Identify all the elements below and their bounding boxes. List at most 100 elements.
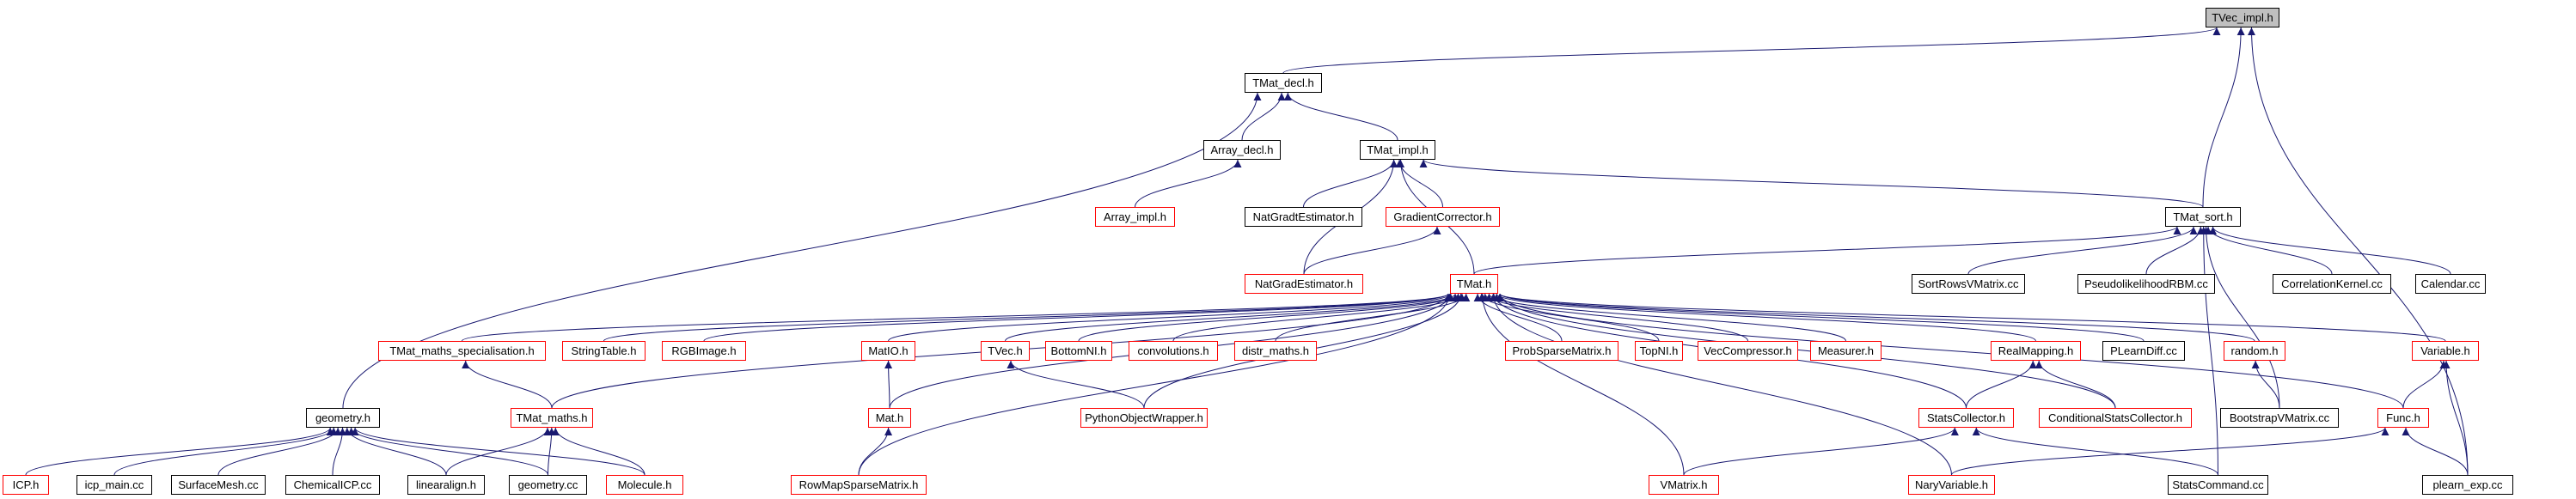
- node-pseudolik[interactable]: PseudolikelihoodRBM.cc: [2077, 274, 2215, 294]
- node-plearnexp[interactable]: plearn_exp.cc: [2422, 475, 2513, 495]
- edge-condstats-to-realmapping: [2034, 360, 2116, 409]
- edge-realmapping-to-tmat: [1492, 293, 2036, 342]
- node-natgradtest[interactable]: NatGradtEstimator.h: [1245, 207, 1362, 227]
- node-tvec[interactable]: TVec.h: [981, 341, 1030, 361]
- node-rgbimage[interactable]: RGBImage.h: [662, 341, 746, 361]
- edge-rowmap-to-mat: [858, 427, 893, 476]
- edge-geometrycc-to-tmat-maths: [548, 427, 556, 476]
- node-tmat[interactable]: TMat.h: [1450, 274, 1498, 294]
- node-func[interactable]: Func.h: [2377, 408, 2429, 428]
- node-vmatrix[interactable]: VMatrix.h: [1649, 475, 1719, 495]
- edge-tvec-to-tmat: [1005, 293, 1459, 342]
- node-array-decl[interactable]: Array_decl.h: [1203, 140, 1281, 160]
- edge-rgbimage-to-tmat: [703, 293, 1453, 342]
- edge-tmat-decl-to-tvec-impl: [1282, 27, 2221, 74]
- node-bootstrap[interactable]: BootstrapVMatrix.cc: [2220, 408, 2339, 428]
- node-pyobj[interactable]: PythonObjectWrapper.h: [1080, 408, 1208, 428]
- node-tmat-spec[interactable]: TMat_maths_specialisation.h: [378, 341, 546, 361]
- node-tmat-maths[interactable]: TMat_maths.h: [511, 408, 593, 428]
- edge-array-impl-to-array-decl: [1135, 159, 1242, 208]
- node-surfacemesh[interactable]: SurfaceMesh.cc: [171, 475, 266, 495]
- node-geometrycc[interactable]: geometry.cc: [509, 475, 587, 495]
- node-tmat-impl[interactable]: TMat_impl.h: [1360, 140, 1435, 160]
- node-rowmap[interactable]: RowMapSparseMatrix.h: [791, 475, 927, 495]
- edge-statscmd-to-statscoll: [1972, 427, 2218, 476]
- edge-vmatrix-to-tmat: [1478, 293, 1685, 476]
- edge-plearnexp-to-tvec-impl: [2247, 27, 2469, 476]
- edge-pseudolik-to-tmat-sort: [2145, 226, 2205, 275]
- edge-bootstrap-to-tmat-sort: [2202, 226, 2280, 409]
- edge-surfacemesh-to-geometry: [217, 427, 342, 476]
- node-tvec-impl: TVec_impl.h: [2206, 8, 2279, 27]
- node-probsparse[interactable]: ProbSparseMatrix.h: [1505, 341, 1618, 361]
- edge-tmat-spec-to-tmat: [462, 293, 1453, 342]
- edge-naryvar-to-tmat: [1489, 293, 1952, 476]
- edge-matio-to-tmat: [888, 293, 1455, 342]
- edge-geometrycc-to-geometry: [347, 427, 548, 476]
- node-linearalign[interactable]: linearalign.h: [407, 475, 485, 495]
- edge-naryvar-to-func: [1951, 427, 2389, 476]
- edge-tmat-sort-to-tvec-impl: [2202, 27, 2245, 208]
- node-measurer[interactable]: Measurer.h: [1810, 341, 1882, 361]
- node-chemicalicp[interactable]: ChemicalICP.cc: [285, 475, 380, 495]
- edge-tmat-to-tmat-sort: [1473, 226, 2181, 275]
- edge-statscmd-to-tmat-sort: [2200, 226, 2218, 476]
- edge-molecule-to-tmat-maths: [551, 427, 646, 476]
- node-tmat-decl[interactable]: TMat_decl.h: [1245, 73, 1322, 93]
- edge-pyobj-to-tvec: [1007, 360, 1145, 409]
- node-mat[interactable]: Mat.h: [868, 408, 911, 428]
- edge-bottomni-to-tmat: [1078, 293, 1462, 342]
- node-statscmd[interactable]: StatsCommand.cc: [2168, 475, 2268, 495]
- node-condstats[interactable]: ConditionalStatsCollector.h: [2039, 408, 2192, 428]
- node-sortrows[interactable]: SortRowsVMatrix.cc: [1912, 274, 2025, 294]
- edge-bootstrap-to-random: [2251, 360, 2280, 409]
- edge-chemicalicp-to-geometry: [332, 427, 347, 476]
- edge-condstats-to-tmat: [1496, 293, 2116, 409]
- edge-calendar-to-tmat-sort: [2209, 226, 2451, 275]
- edge-tmat-maths-to-tmat-spec: [462, 360, 553, 409]
- node-natgradest[interactable]: NatGradEstimator.h: [1245, 274, 1363, 294]
- node-distrmaths[interactable]: distr_maths.h: [1234, 341, 1317, 361]
- edge-icpmain-to-geometry: [113, 427, 338, 476]
- node-statscoll[interactable]: StatsCollector.h: [1918, 408, 2014, 428]
- edge-rowmap-to-tmat: [858, 293, 1453, 476]
- node-geometry[interactable]: geometry.h: [306, 408, 380, 428]
- edge-icp-to-geometry: [25, 427, 334, 476]
- node-tmat-sort[interactable]: TMat_sort.h: [2165, 207, 2241, 227]
- node-stringtable[interactable]: StringTable.h: [562, 341, 646, 361]
- edge-plearndiff-to-tmat: [1496, 293, 2145, 342]
- edge-molecule-to-geometry: [351, 427, 646, 476]
- node-realmapping[interactable]: RealMapping.h: [1991, 341, 2081, 361]
- node-gradcorr[interactable]: GradientCorrector.h: [1386, 207, 1500, 227]
- node-convolutions[interactable]: convolutions.h: [1129, 341, 1218, 361]
- node-corrkernel[interactable]: CorrelationKernel.cc: [2273, 274, 2391, 294]
- node-icp[interactable]: ICP.h: [3, 475, 49, 495]
- edge-tmat-impl-to-tmat-decl: [1283, 92, 1398, 141]
- node-plearndiff[interactable]: PLearnDiff.cc: [2102, 341, 2185, 361]
- node-naryvar[interactable]: NaryVariable.h: [1908, 475, 1995, 495]
- node-array-impl[interactable]: Array_impl.h: [1095, 207, 1175, 227]
- edge-mat-to-matio: [884, 360, 893, 409]
- edge-sortrows-to-tmat-sort: [1967, 226, 2198, 275]
- node-variable[interactable]: Variable.h: [2412, 341, 2479, 361]
- edge-vmatrix-to-statscoll: [1683, 427, 1959, 476]
- edge-array-decl-to-tmat-decl: [1241, 92, 1286, 141]
- node-veccomp[interactable]: VecCompressor.h: [1698, 341, 1798, 361]
- edge-random-to-tmat: [1496, 293, 2255, 342]
- edge-variable-to-tmat: [1496, 293, 2446, 342]
- node-icpmain[interactable]: icp_main.cc: [76, 475, 152, 495]
- edge-tmat-sort-to-tmat-impl: [1419, 159, 2204, 208]
- edge-func-to-tmat: [1496, 293, 2404, 409]
- node-bottomni[interactable]: BottomNI.h: [1045, 341, 1112, 361]
- node-matio[interactable]: MatIO.h: [861, 341, 915, 361]
- node-calendar[interactable]: Calendar.cc: [2415, 274, 2486, 294]
- edge-statscoll-to-realmapping: [1966, 360, 2037, 409]
- node-topni[interactable]: TopNI.h: [1635, 341, 1683, 361]
- node-molecule[interactable]: Molecule.h: [606, 475, 683, 495]
- edge-plearnexp-to-variable: [2442, 360, 2469, 476]
- node-random[interactable]: random.h: [2224, 341, 2285, 361]
- edge-linearalign-to-tmat-maths: [445, 427, 552, 476]
- edge-natgradest-to-gradcorr: [1303, 226, 1441, 275]
